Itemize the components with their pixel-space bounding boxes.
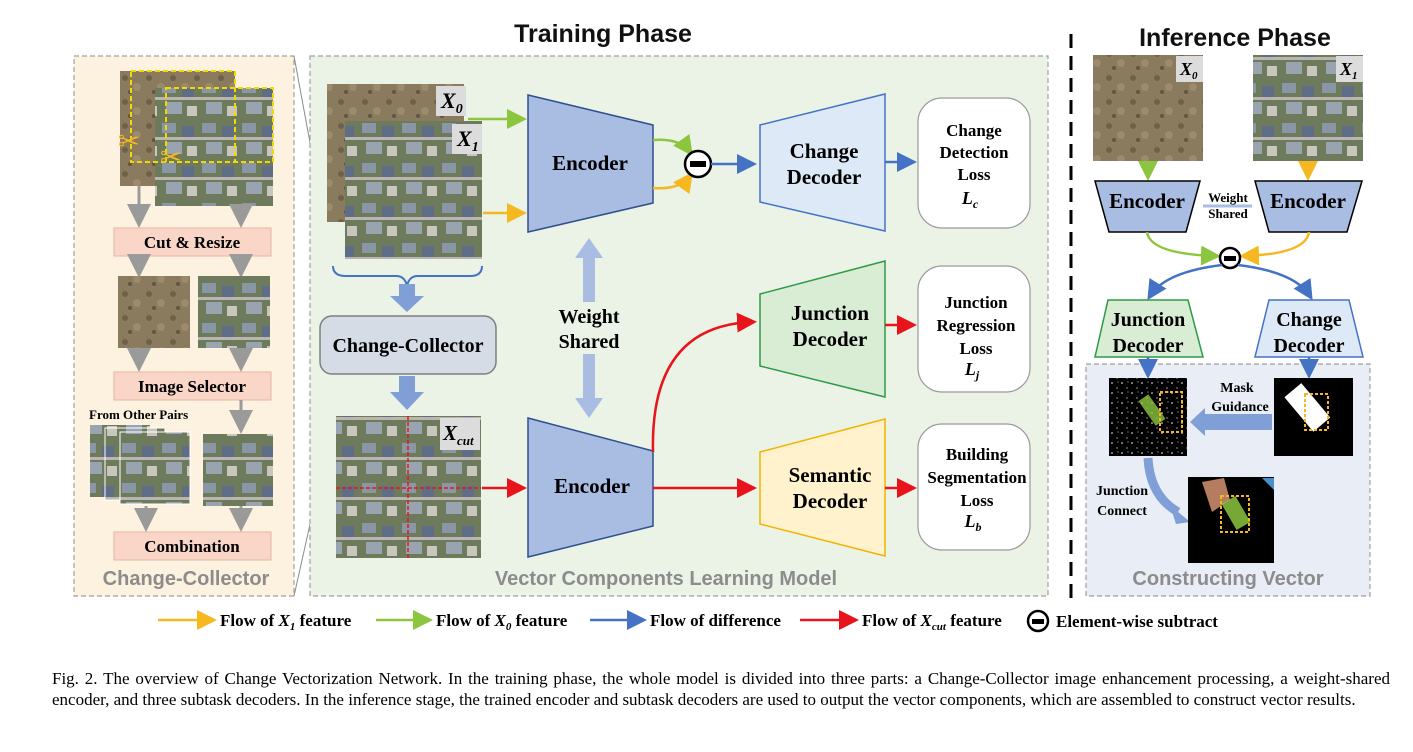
scissors-icon: ✂	[118, 127, 140, 156]
junction-decoder	[759, 260, 886, 398]
collector-x1-image	[155, 88, 273, 206]
down-arrow	[390, 284, 424, 312]
change-collector-box	[319, 315, 497, 375]
x0-label: X0	[440, 88, 463, 117]
inference-junction-decoder	[1094, 299, 1204, 358]
figure-caption: Fig. 2. The overview of Change Vectoriza…	[52, 669, 1390, 709]
building-loss-symbol: Lb	[964, 511, 982, 534]
selected-image	[203, 434, 273, 506]
image-selector-label: Image Selector	[138, 377, 247, 396]
change-loss-symbol: Lc	[961, 188, 979, 211]
legend-subtract-label: Element-wise subtract	[1056, 612, 1218, 631]
image-selector-box	[113, 371, 272, 401]
encoder-top	[527, 94, 654, 233]
change-collector-box-label: Change-Collector	[332, 335, 483, 357]
change-detection-loss-box	[917, 97, 1031, 229]
legend-xcut-label: Flow of Xcut feature	[862, 611, 1002, 633]
change-decoder	[759, 93, 886, 232]
other-pair-image	[119, 431, 191, 505]
cut-resize-label: Cut & Resize	[144, 233, 241, 252]
inference-encoder-right	[1254, 180, 1364, 233]
change-collector-panel-title: Change-Collector	[103, 568, 270, 590]
resized-x1-image	[198, 276, 270, 348]
x1-label: X1	[456, 126, 479, 155]
legend-x1-label: Flow of X1 feature	[220, 611, 352, 633]
inference-encoder-left-label: Encoder	[1109, 189, 1185, 213]
training-phase-title: Training Phase	[514, 20, 692, 48]
combination-label: Combination	[144, 537, 240, 556]
resized-x0-image	[118, 276, 190, 348]
constructing-vector-title: Constructing Vector	[1132, 568, 1323, 590]
from-other-pairs-label: From Other Pairs	[89, 407, 188, 422]
crop-box-x0	[130, 70, 236, 163]
encoder-bottom	[527, 417, 654, 558]
inference-x0-label: X0	[1179, 59, 1198, 82]
mask-guidance-arrow	[1190, 408, 1272, 436]
inference-change-decoder	[1254, 299, 1364, 358]
encoder-top-label: Encoder	[552, 151, 628, 175]
junction-heatmap-image	[1109, 378, 1187, 456]
combination-box	[113, 531, 272, 561]
down-arrow	[390, 376, 424, 410]
inference-encoder-right-label: Encoder	[1270, 189, 1346, 213]
architecture-diagram: Training Phase Inference Phase ✂ ✂ Cut &…	[73, 20, 1371, 633]
crop-box-x1	[165, 87, 274, 163]
inference-encoder-left	[1094, 180, 1201, 233]
legend-x0-label: Flow of X0 feature	[436, 611, 568, 633]
semantic-decoder	[759, 418, 886, 557]
vclm-panel-title: Vector Components Learning Model	[495, 568, 837, 590]
inference-phase-title: Inference Phase	[1139, 24, 1331, 52]
junction-regression-loss-box	[917, 265, 1031, 393]
cut-resize-box	[113, 227, 272, 257]
inference-x1-label: X1	[1339, 59, 1358, 82]
legend-diff-label: Flow of difference	[650, 611, 781, 630]
xcut-label: Xcut	[442, 421, 474, 448]
building-segmentation-loss-box	[917, 423, 1031, 551]
encoder-bottom-label: Encoder	[554, 474, 630, 498]
junction-loss-symbol: Lj	[964, 359, 980, 382]
scissors-icon: ✂	[160, 143, 182, 172]
